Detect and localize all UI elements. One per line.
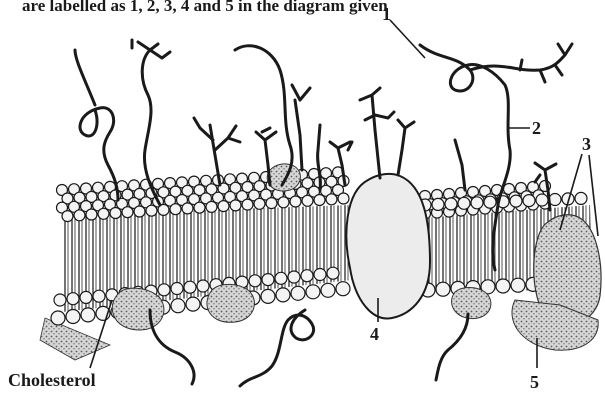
glycoprotein-chain-c xyxy=(292,85,310,170)
leader-1 xyxy=(390,20,425,58)
label-3: 3 xyxy=(582,134,591,154)
phospholipid-head xyxy=(86,209,97,220)
phospholipid-head xyxy=(291,286,305,300)
protein-blob-mid xyxy=(207,284,255,322)
label-2: 2 xyxy=(532,118,541,138)
phospholipid-head xyxy=(81,308,95,322)
phospholipid-head xyxy=(122,207,133,218)
phospholipid-head xyxy=(194,202,205,213)
phospholipid-head xyxy=(314,269,326,281)
phospholipid-head xyxy=(302,195,313,206)
label-4: 4 xyxy=(370,324,379,344)
phospholipid-head xyxy=(326,194,337,205)
phospholipid-head xyxy=(471,197,483,209)
phospholipid-head xyxy=(484,196,496,208)
branch-a xyxy=(132,40,170,58)
integral-protein-4 xyxy=(346,174,430,319)
phospholipid-head xyxy=(171,299,185,313)
phospholipid-head xyxy=(266,198,277,209)
phospholipid-head xyxy=(171,283,183,295)
phospholipid-head xyxy=(436,282,450,296)
phospholipid-head xyxy=(510,195,522,207)
glycoprotein-branch-1 xyxy=(470,44,572,82)
phospholipid-head xyxy=(218,201,229,212)
phospholipid-head xyxy=(445,198,457,210)
phospholipid-head xyxy=(288,271,300,283)
protein-blob-left xyxy=(112,288,164,330)
phospholipid-head xyxy=(158,284,170,296)
protein-blob-right-low xyxy=(452,288,491,319)
phospholipid-head xyxy=(338,193,349,204)
phospholipid-head xyxy=(321,283,335,297)
phospholipid-head xyxy=(262,274,274,286)
phospholipid-head xyxy=(74,210,85,221)
phospholipid-head xyxy=(458,197,470,209)
phospholipid-head xyxy=(206,201,217,212)
phospholipid-head xyxy=(184,281,196,293)
phospholipid-head xyxy=(93,290,105,302)
glycolipid-chain-loop xyxy=(75,50,118,200)
filament-c xyxy=(436,314,468,380)
phospholipid-head xyxy=(62,211,73,222)
phospholipid-head xyxy=(314,195,325,206)
phospholipid-head xyxy=(197,280,209,292)
phospholipid-head xyxy=(261,289,275,303)
phospholipid-head xyxy=(54,294,66,306)
phospholipid-head xyxy=(66,310,80,324)
phospholipid-head xyxy=(254,198,265,209)
phospholipid-head xyxy=(511,278,525,292)
phospholipid-head xyxy=(523,195,535,207)
phospholipid-head xyxy=(67,293,79,305)
cytoplasmic-filaments xyxy=(150,310,468,386)
lipid-bilayer xyxy=(40,167,592,360)
protein-blob-upper xyxy=(267,164,300,191)
phospholipid-head xyxy=(336,282,350,296)
phospholipid-head xyxy=(327,267,339,279)
phospholipid-head xyxy=(98,208,109,219)
phospholipid-head xyxy=(242,199,253,210)
glycoprotein-chain-on-4 xyxy=(360,88,394,178)
label-5: 5 xyxy=(530,372,539,392)
phospholipid-head xyxy=(306,285,320,299)
phospholipid-head xyxy=(432,198,444,210)
phospholipid-head xyxy=(186,297,200,311)
phospholipid-head xyxy=(182,203,193,214)
label-1: 1 xyxy=(382,4,391,24)
phospholipid-head xyxy=(575,192,587,204)
phospholipid-head xyxy=(51,311,65,325)
top-caption: are labelled as 1, 2, 3, 4 and 5 in the … xyxy=(22,0,388,15)
phospholipid-head xyxy=(230,200,241,211)
phospholipid-head xyxy=(170,204,181,215)
phospholipid-head xyxy=(496,279,510,293)
phospholipid-head xyxy=(80,291,92,303)
label-cholesterol: Cholesterol xyxy=(8,370,96,390)
phospholipid-head xyxy=(110,208,121,219)
phospholipid-head xyxy=(275,272,287,284)
glycoprotein-y-on-4 xyxy=(398,120,414,175)
phospholipid-head xyxy=(276,288,290,302)
phospholipid-head xyxy=(536,194,548,206)
phospholipid-head xyxy=(134,206,145,217)
phospholipid-head xyxy=(301,270,313,282)
phospholipid-head xyxy=(278,197,289,208)
phospholipid-head xyxy=(146,205,157,216)
filament-b xyxy=(240,310,314,386)
phospholipid-head xyxy=(290,196,301,207)
phospholipid-head xyxy=(249,275,261,287)
glycolipid-short xyxy=(455,140,465,190)
